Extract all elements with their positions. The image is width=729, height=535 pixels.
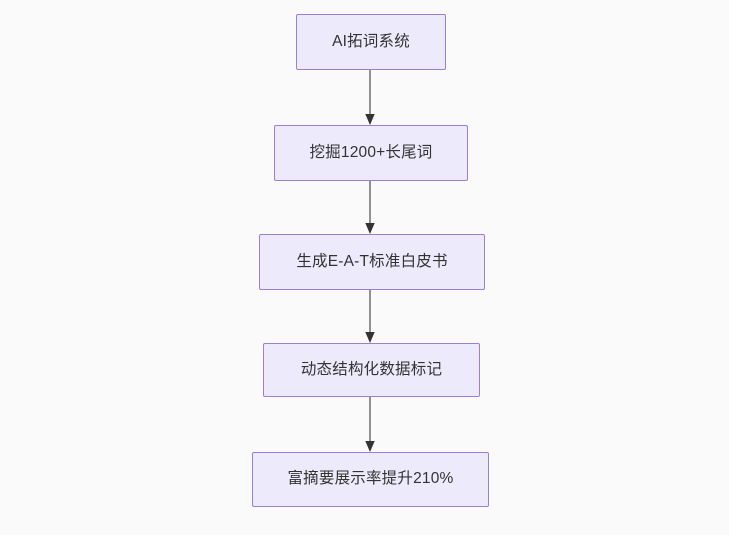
flow-node-label: 动态结构化数据标记 [300, 360, 443, 378]
flow-node-rich-snippet-result[interactable]: 富摘要展示率提升210% [252, 452, 489, 507]
flow-node-structured-data-markup[interactable]: 动态结构化数据标记 [263, 343, 480, 397]
flow-node-label: 生成E-A-T标准白皮书 [296, 252, 448, 270]
flow-node-label: AI拓词系统 [332, 32, 410, 50]
flow-node-label: 富摘要展示率提升210% [287, 470, 454, 488]
flow-node-label: 挖掘1200+长尾词 [309, 143, 433, 161]
flow-connector-1-2 [365, 70, 375, 125]
flow-connector-2-3 [365, 181, 375, 234]
flow-connector-3-4 [365, 290, 375, 343]
flow-connector-4-5 [365, 397, 375, 452]
flow-node-eat-whitepaper[interactable]: 生成E-A-T标准白皮书 [259, 234, 485, 290]
flow-node-longtail-mining[interactable]: 挖掘1200+长尾词 [274, 125, 468, 181]
flow-node-ai-keyword-system[interactable]: AI拓词系统 [296, 14, 446, 70]
